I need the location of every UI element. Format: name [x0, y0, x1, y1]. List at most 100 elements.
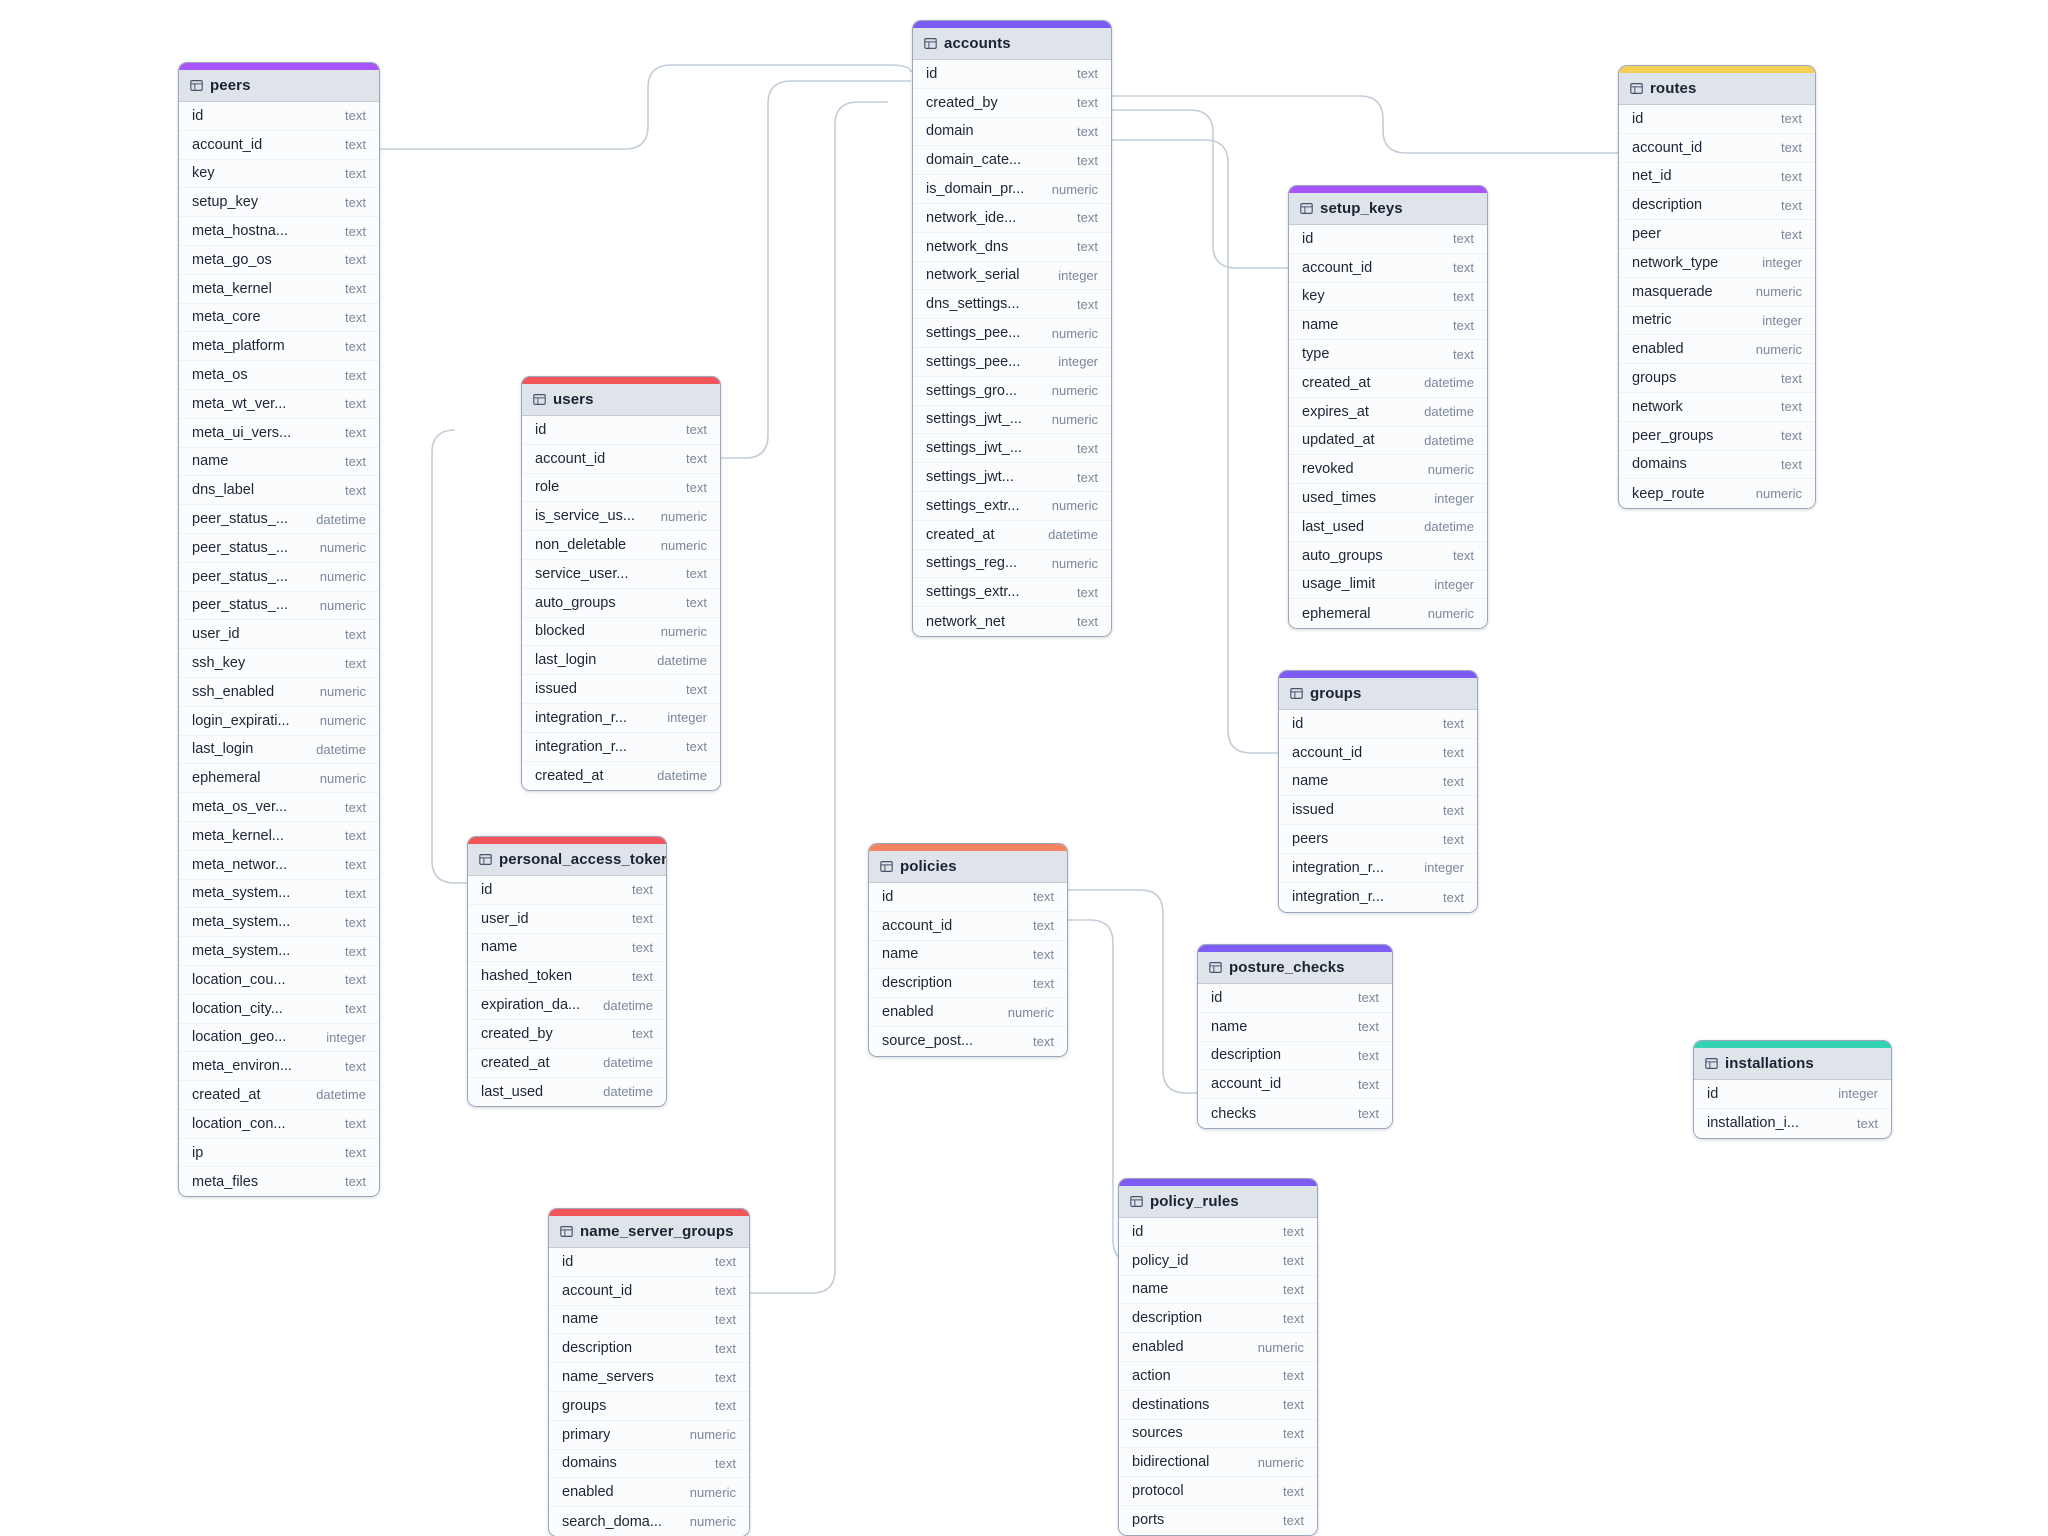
column-row[interactable]: meta_system...text	[179, 879, 379, 909]
column-row[interactable]: peer_status_...datetime	[179, 505, 379, 534]
column-row[interactable]: location_city...text	[179, 994, 379, 1024]
column-row[interactable]: settings_extr...text	[913, 578, 1111, 608]
column-row[interactable]: location_geo...integer	[179, 1023, 379, 1053]
column-row[interactable]: settings_pee...numeric	[913, 319, 1111, 348]
table-header-routes[interactable]: routes	[1619, 73, 1815, 105]
column-row[interactable]: settings_jwt...text	[913, 463, 1111, 492]
column-row[interactable]: installation_i...text	[1694, 1108, 1891, 1138]
table-header-policy_rules[interactable]: policy_rules	[1119, 1186, 1317, 1218]
column-row[interactable]: meta_ui_vers...text	[179, 418, 379, 448]
column-row[interactable]: meta_system...text	[179, 937, 379, 966]
column-row[interactable]: service_user...text	[522, 559, 720, 589]
column-row[interactable]: settings_gro...numeric	[913, 376, 1111, 406]
column-row[interactable]: meta_environ...text	[179, 1052, 379, 1082]
column-row[interactable]: meta_system...text	[179, 908, 379, 938]
table-header-name_server_groups[interactable]: name_server_groups	[549, 1216, 749, 1248]
column-row[interactable]: search_doma...numeric	[549, 1507, 749, 1536]
column-row[interactable]: location_cou...text	[179, 965, 379, 995]
column-row[interactable]: settings_jwt_...numeric	[913, 405, 1111, 435]
column-row[interactable]: meta_networ...text	[179, 850, 379, 880]
column-row[interactable]: login_expirati...numeric	[179, 706, 379, 736]
column-row[interactable]: is_service_us...numeric	[522, 502, 720, 532]
column-row[interactable]: source_post...text	[869, 1026, 1067, 1056]
column-row[interactable]: peer_status_...numeric	[179, 562, 379, 592]
table-header-groups[interactable]: groups	[1279, 678, 1477, 710]
column-row[interactable]: settings_extr...numeric	[913, 491, 1111, 521]
column-row[interactable]: settings_pee...integer	[913, 347, 1111, 377]
table-header-policies[interactable]: policies	[869, 851, 1067, 883]
table-header-accounts[interactable]: accounts	[913, 28, 1111, 60]
column-row[interactable]: dns_settings...text	[913, 290, 1111, 320]
column-row[interactable]: integration_r...text	[1279, 882, 1477, 912]
column-row[interactable]: meta_hostna...text	[179, 217, 379, 246]
